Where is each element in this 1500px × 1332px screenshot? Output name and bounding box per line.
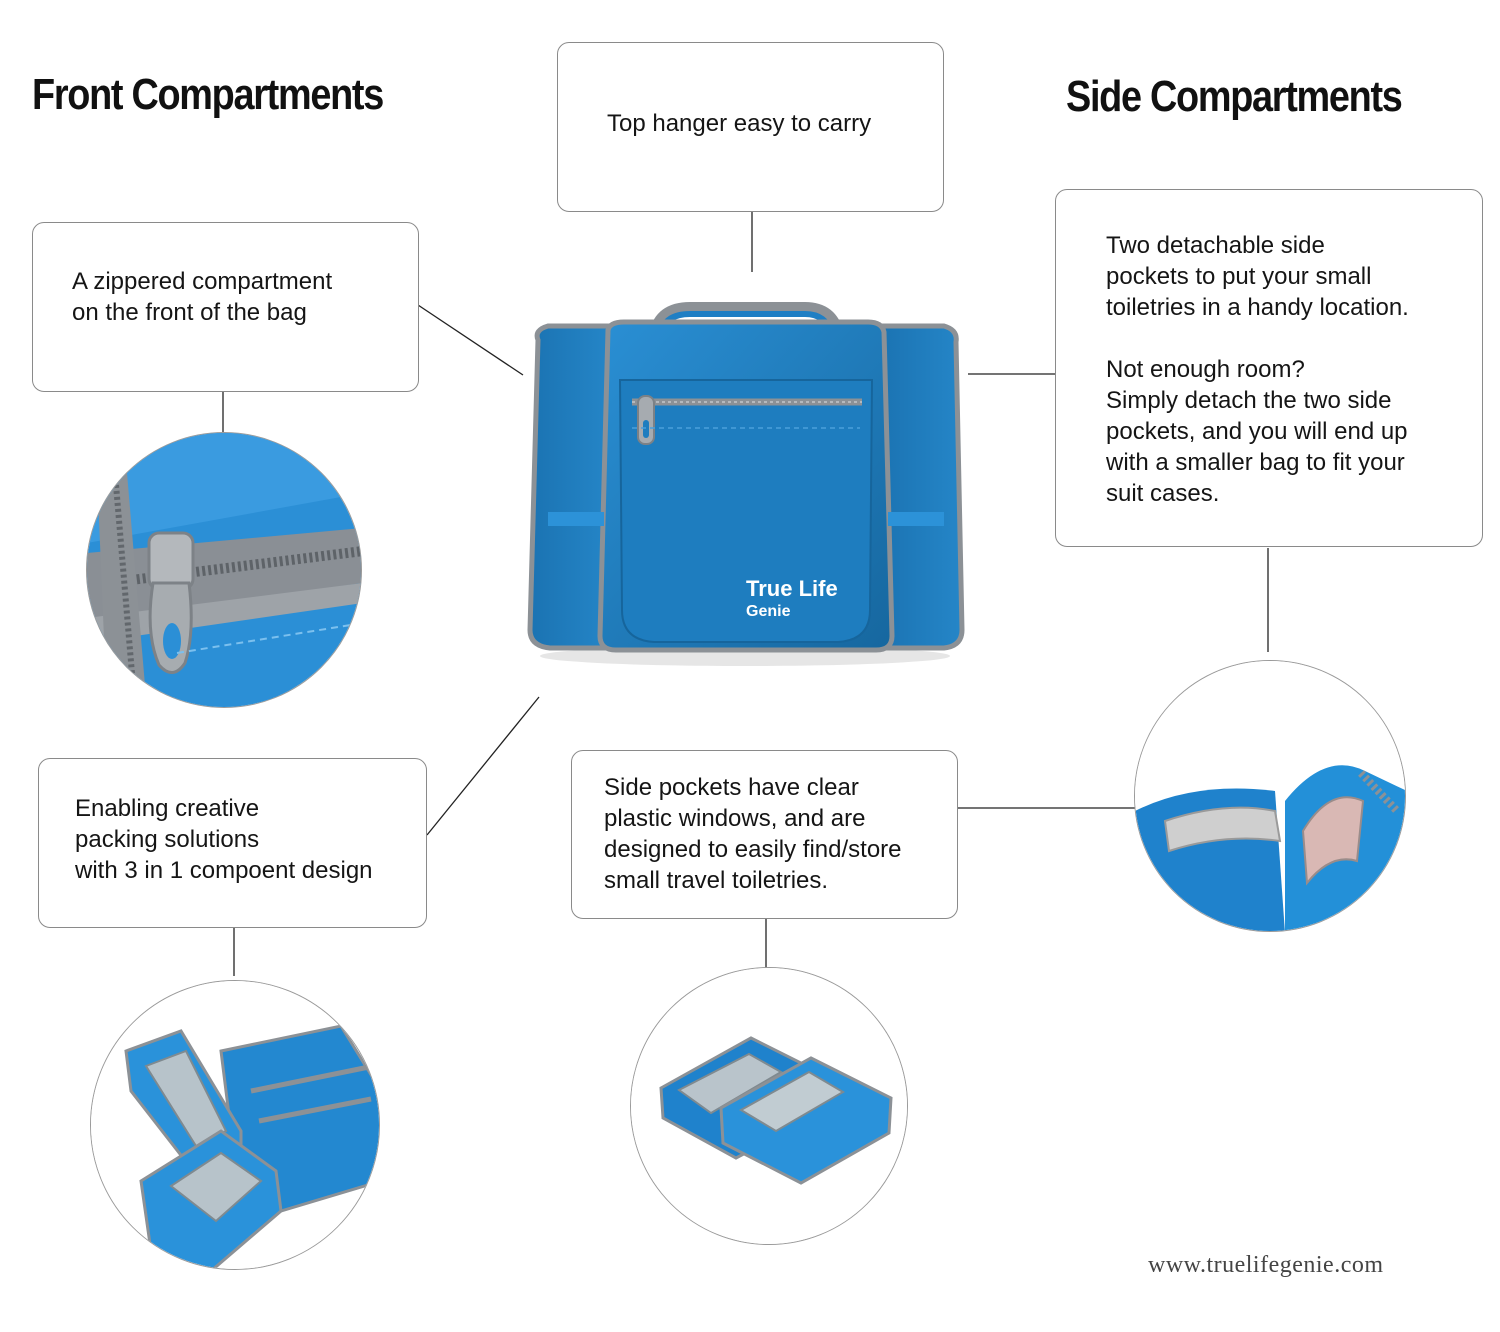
side-pockets-image [630,967,908,1245]
top-hanger-text: Top hanger easy to carry [607,110,872,137]
bag-components-image [90,980,380,1270]
clear-windows-callout: Side pockets have clear plastic windows,… [571,750,958,919]
bag-brand-line1: True Life [746,576,838,601]
velcro-closeup-image [1134,660,1406,932]
clear-windows-text: Side pockets have clear plastic windows,… [604,774,902,894]
side-compartments-heading: Side Compartments [1066,72,1403,121]
three-in-one-callout: Enabling creative packing solutions with… [38,758,427,928]
side-detach-callout: Two detachable side pockets to put your … [1055,189,1483,547]
zipper-closeup-image [86,432,362,708]
three-in-one-text: Enabling creative packing solutions with… [75,795,373,884]
front-zip-callout: A zippered compartment on the front of t… [32,222,419,392]
front-compartments-heading: Front Compartments [32,70,384,119]
top-hanger-callout: Top hanger easy to carry [557,42,944,212]
website-url: www.truelifegenie.com [1148,1252,1384,1278]
front-zip-text: A zippered compartment on the front of t… [72,268,333,326]
toiletry-bag-image: True Life Genie [520,300,970,670]
bag-brand-line2: Genie [746,603,791,620]
side-detach-text: Two detachable side pockets to put your … [1106,232,1409,507]
